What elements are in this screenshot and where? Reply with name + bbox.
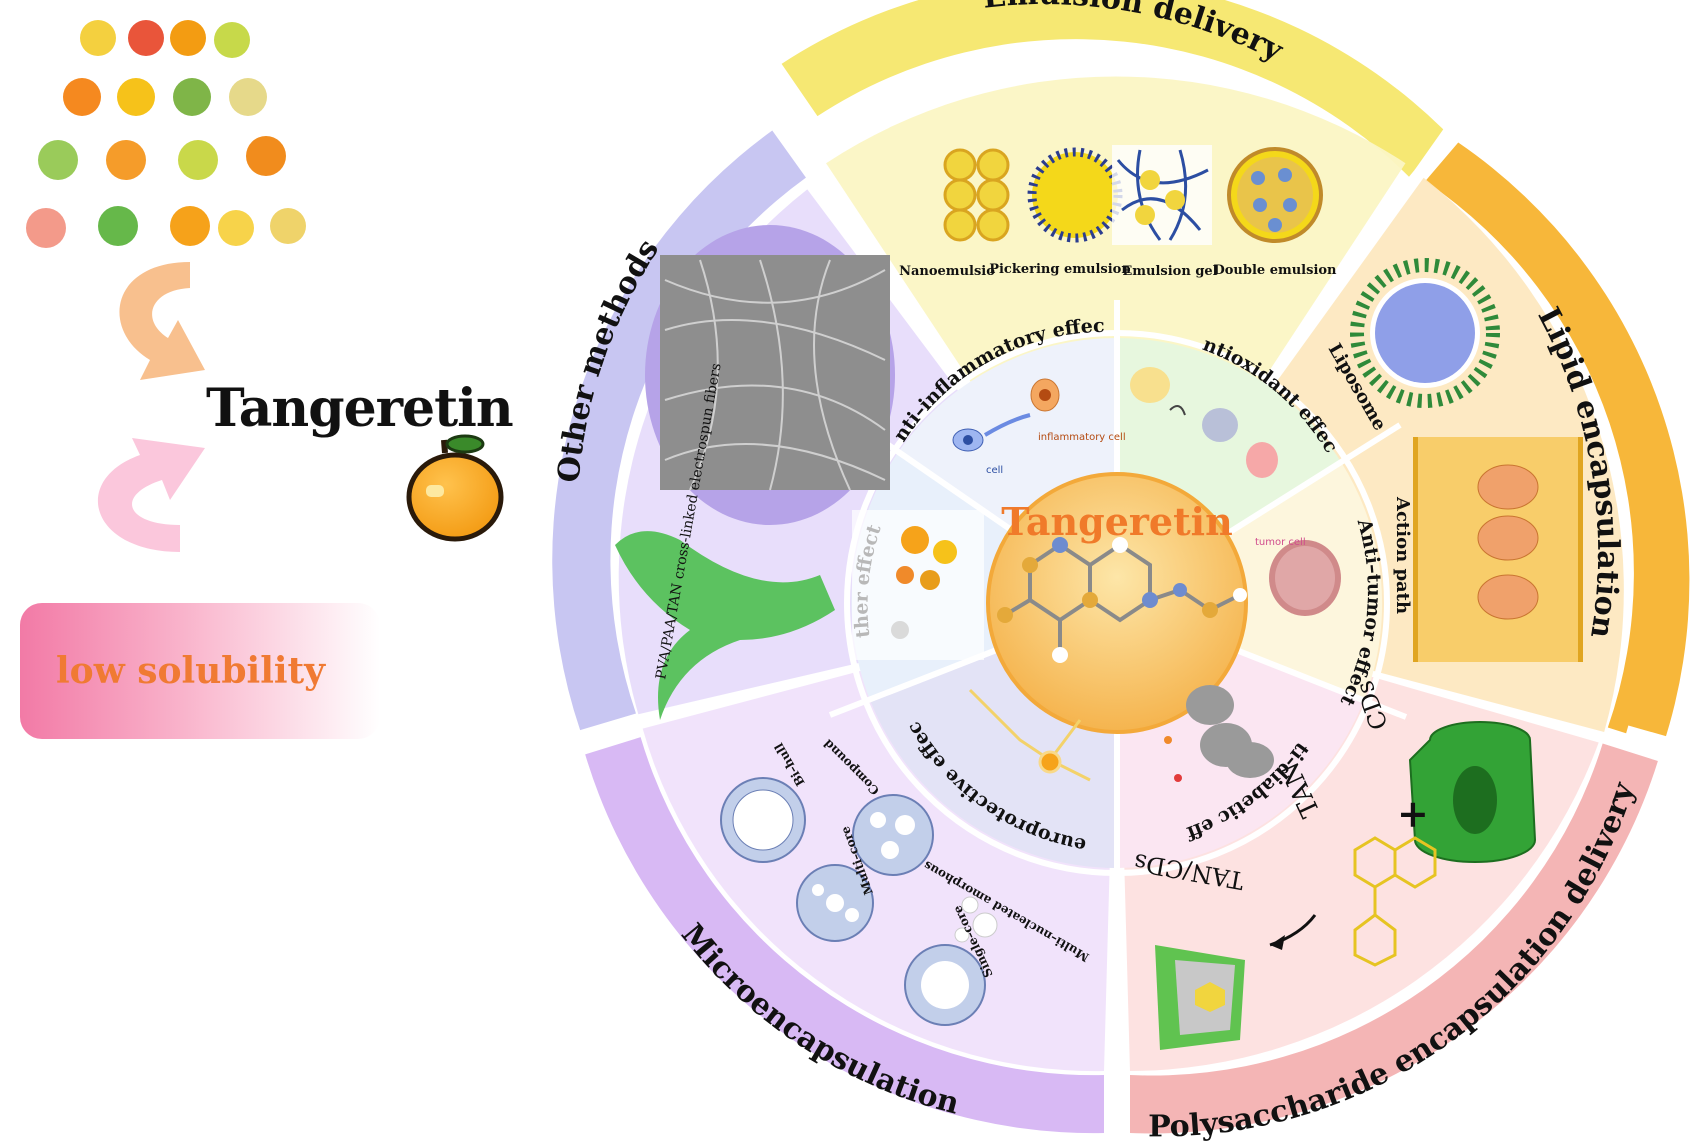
anti-diabetic-illustration <box>1164 685 1274 782</box>
molecule-atoms <box>997 537 1247 663</box>
anti-tumor-sector <box>1117 462 1383 700</box>
other-effects-illustration <box>852 510 984 660</box>
tangeretin-core: Tangeretin <box>986 472 1248 734</box>
action-path-diagram <box>1413 437 1583 662</box>
curved-arrow-up-icon <box>97 438 205 552</box>
citrus-fruit-pyramid <box>26 20 306 248</box>
antioxidant-illustration <box>1130 367 1278 478</box>
nanoemulsion-label: Nanoemulsio <box>899 264 995 279</box>
double-emulsion-label: Double emulsion <box>1213 263 1337 278</box>
emulsion-band <box>781 0 1446 177</box>
result-arrow-head-icon <box>1270 935 1285 950</box>
effects-ring-border <box>844 330 1390 876</box>
plus-sign: + <box>1397 791 1429 836</box>
tumor-cell-illustration: tumor cell <box>1255 537 1341 616</box>
action-path-label: Action path <box>1392 496 1413 614</box>
curved-arrow-down-icon <box>119 262 205 380</box>
polysaccharide-band <box>1130 743 1658 1134</box>
other-methods-band <box>552 130 806 731</box>
outer-method-ring <box>552 0 1690 1134</box>
emulsion-gel-icon <box>1112 145 1212 245</box>
center-title: Tangeretin <box>1001 499 1232 544</box>
low-solubility-text: low solubility <box>56 650 326 692</box>
cell-label: cell <box>986 465 1003 476</box>
double-emulsion-icon <box>1227 147 1323 243</box>
orange-mascot-icon <box>406 434 504 542</box>
electrospun-fiber-image <box>645 225 895 525</box>
microcapsule-icons <box>720 777 998 1026</box>
liposome-icon <box>1350 258 1500 408</box>
neuron-illustration <box>968 688 1091 782</box>
tan-molecule-icon <box>1353 836 1437 967</box>
cyclodextrin-icon <box>1408 721 1537 863</box>
pickering-emulsion-icon <box>1027 147 1123 243</box>
tumor-cell-label: tumor cell <box>1255 537 1306 548</box>
inflammatory-cell-label: inflammatory cell <box>1038 432 1126 443</box>
emulsion-gel-label: Emulsion gel <box>1122 264 1217 279</box>
anti-inflammatory-illustration: cell inflammatory cell <box>952 378 1126 476</box>
green-fiber-mat-icon <box>615 531 835 720</box>
low-solubility-banner <box>20 603 380 739</box>
tan-cds-complex-icon <box>1155 945 1245 1050</box>
pickering-emulsion-label: Pickering emulsion <box>989 262 1131 277</box>
lipid-band <box>1425 142 1690 746</box>
left-title: Tangeretin <box>206 378 514 439</box>
nanoemulsion-icon <box>943 148 1010 242</box>
microencapsulation-band <box>585 737 1104 1134</box>
sector-dividers <box>551 105 1683 1133</box>
